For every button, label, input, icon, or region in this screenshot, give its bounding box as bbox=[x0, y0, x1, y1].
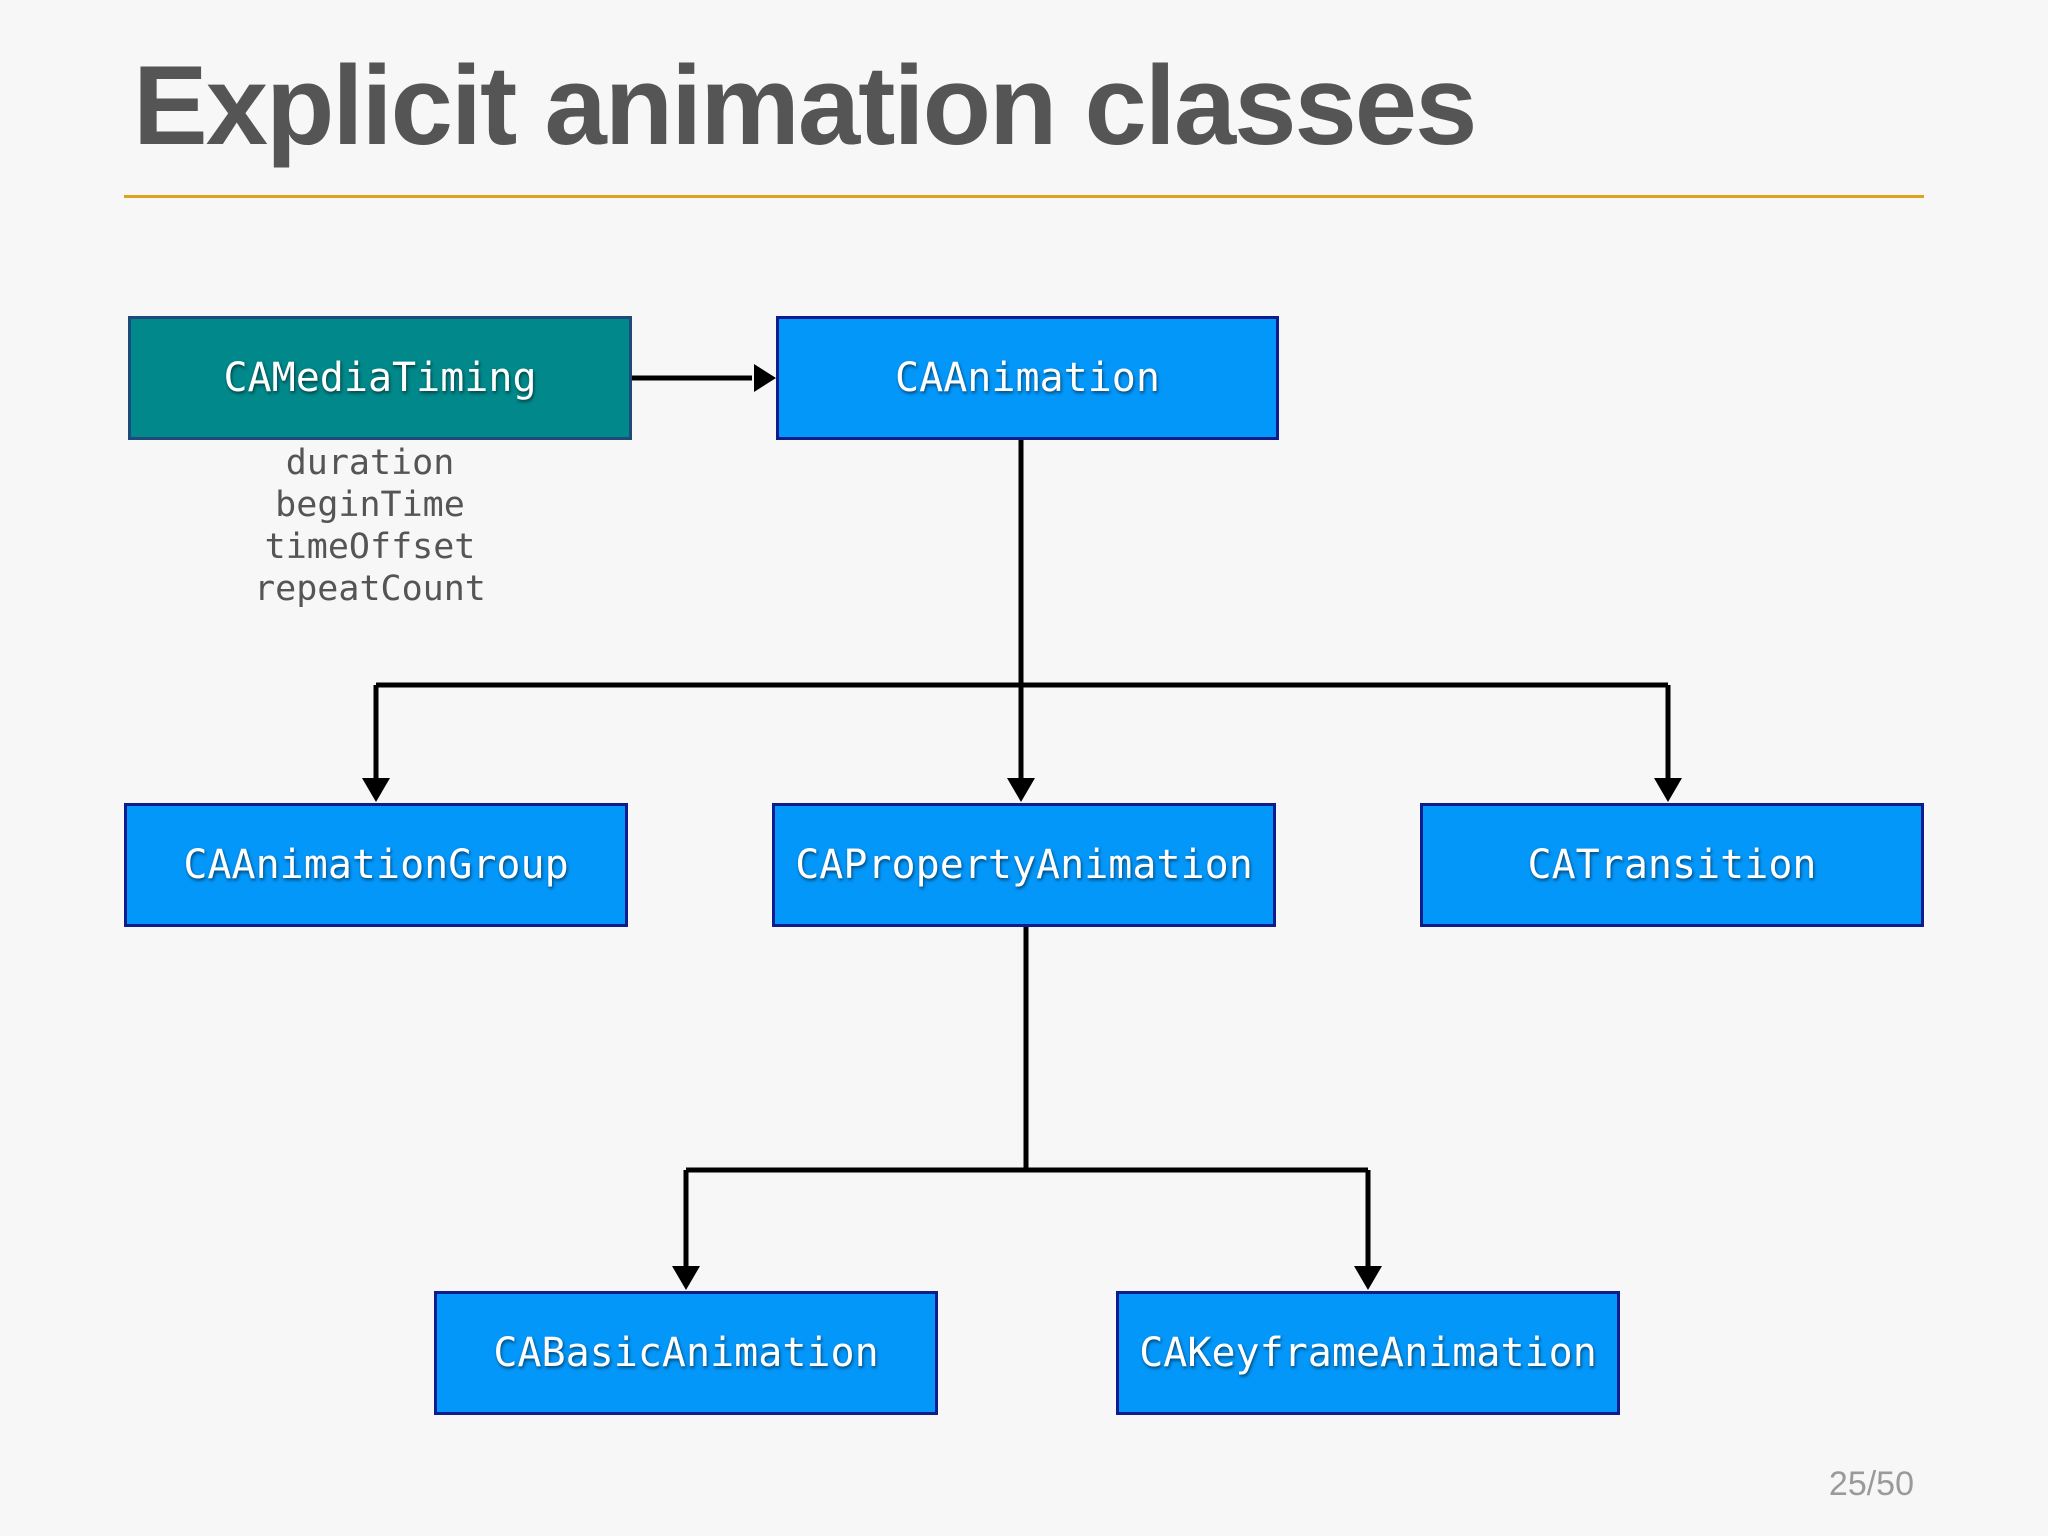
protocol-box-camediatiming: CAMediaTiming bbox=[128, 316, 632, 440]
title-divider-line bbox=[124, 195, 1924, 198]
property-duration: duration bbox=[285, 443, 455, 483]
property-begintime: beginTime bbox=[275, 485, 465, 525]
class-box-capropertyanimation: CAPropertyAnimation bbox=[772, 803, 1276, 927]
arrowhead-keyframe-animation bbox=[1354, 1266, 1382, 1290]
arrowhead-transition bbox=[1654, 778, 1682, 802]
arrowhead-animation bbox=[754, 364, 776, 392]
title-divider bbox=[124, 195, 1924, 198]
class-box-caanimationgroup: CAAnimationGroup bbox=[124, 803, 628, 927]
class-box-cakeyframeanimation: CAKeyframeAnimation bbox=[1116, 1291, 1620, 1415]
property-timeoffset: timeOffset bbox=[264, 527, 476, 567]
slide-title: Explicit animation classes bbox=[133, 43, 1477, 168]
arrowhead-animation-group bbox=[362, 778, 390, 802]
page-number: 25/50 bbox=[1828, 1465, 1914, 1503]
class-box-caanimation: CAAnimation bbox=[776, 316, 1279, 440]
property-repeatcount: repeatCount bbox=[254, 569, 486, 609]
arrowhead-basic-animation bbox=[672, 1266, 700, 1290]
class-box-cabasicanimation: CABasicAnimation bbox=[434, 1291, 938, 1415]
arrowhead-property-animation bbox=[1007, 778, 1035, 802]
class-box-catransition: CATransition bbox=[1420, 803, 1924, 927]
camediatiming-property-list: duration beginTime timeOffset repeatCoun… bbox=[220, 442, 520, 610]
